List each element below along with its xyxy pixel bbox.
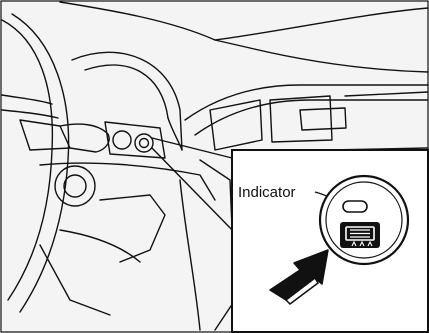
indicator-lamp <box>343 201 367 212</box>
defroster-switch <box>320 176 408 264</box>
rear-defroster-icon <box>340 222 380 248</box>
indicator-label: Indicator <box>238 184 296 201</box>
